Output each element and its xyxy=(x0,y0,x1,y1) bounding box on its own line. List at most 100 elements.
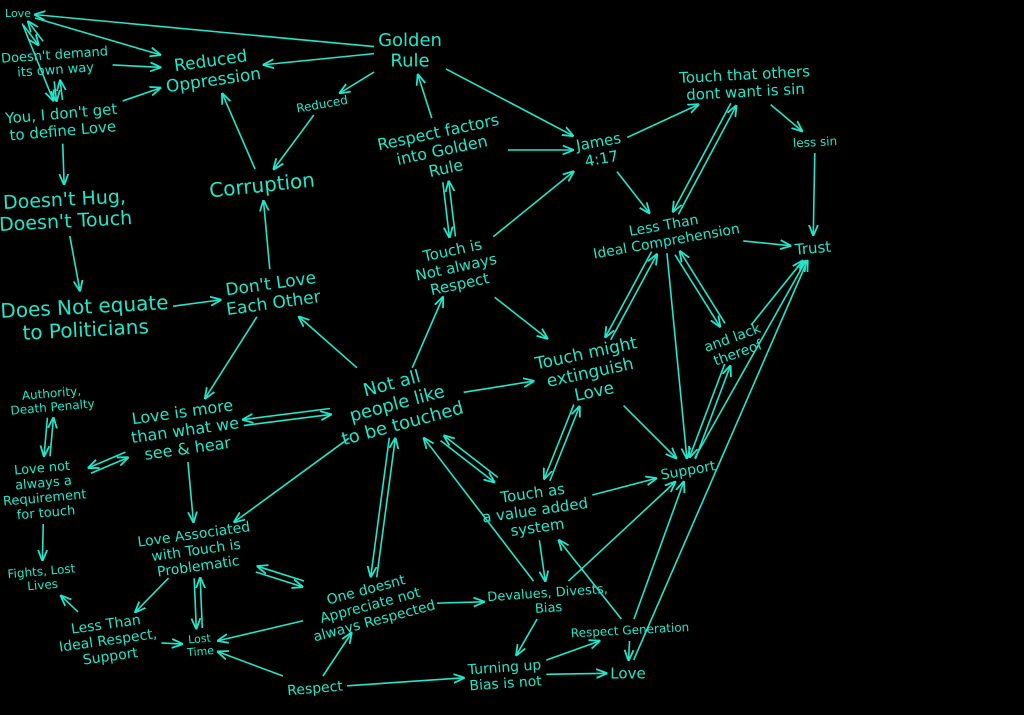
edge-arrow xyxy=(605,251,653,337)
node-reduced-label: Reduced xyxy=(295,93,349,116)
edge-arrow xyxy=(222,94,256,170)
edge-arrow xyxy=(516,618,538,655)
node-love-top: Love xyxy=(5,7,31,20)
edge-arrow xyxy=(340,71,375,93)
edge-arrow xyxy=(264,52,375,65)
edge-arrow xyxy=(61,596,79,613)
edge-arrow xyxy=(205,316,258,398)
node-label: Corruption xyxy=(208,168,316,203)
edge-arrow xyxy=(592,478,656,496)
edge-arrow xyxy=(218,652,284,677)
edge-arrow xyxy=(299,317,358,369)
edge-arrow xyxy=(194,578,196,628)
edge-arrow xyxy=(21,23,53,101)
node-label: Respect Generation xyxy=(570,620,689,640)
edge-arrow xyxy=(274,114,315,169)
node-support: Support xyxy=(660,458,718,483)
edge-arrow xyxy=(200,578,202,629)
edge-arrow xyxy=(187,461,194,522)
edge-arrow xyxy=(347,678,464,687)
edge-arrow xyxy=(322,633,351,677)
edge-arrow xyxy=(371,437,391,577)
node-label: Love xyxy=(610,664,645,682)
edge-arrow xyxy=(89,451,126,468)
edge-arrow xyxy=(122,88,161,102)
node-label: Doesn't demand xyxy=(1,44,109,66)
edge-arrow xyxy=(60,81,62,101)
edge-arrow xyxy=(28,22,44,42)
edges xyxy=(21,15,815,687)
node-label: Lost xyxy=(188,632,212,647)
edge-arrow xyxy=(610,254,657,341)
edge-arrow xyxy=(63,143,64,184)
edge-arrow xyxy=(34,17,160,55)
edge-arrow xyxy=(444,436,499,479)
edge-arrow xyxy=(673,102,732,211)
edge-arrow xyxy=(436,602,484,603)
node-label: Lives xyxy=(27,577,59,594)
edge-arrow xyxy=(750,261,802,326)
edge-arrow xyxy=(622,404,676,458)
edge-arrow xyxy=(255,571,302,587)
node-devalues: Devalues, Divests,Bias xyxy=(487,582,608,617)
edge-arrow xyxy=(161,643,182,644)
edge-arrow xyxy=(616,171,649,213)
edge-arrow xyxy=(375,439,396,578)
edge-arrow xyxy=(44,417,47,456)
edge-arrow xyxy=(69,235,80,291)
edge-arrow xyxy=(544,404,575,478)
edge-arrow xyxy=(677,106,736,215)
node-label: Bias is not xyxy=(469,673,543,694)
edge-arrow xyxy=(538,540,545,581)
node-label: Bias xyxy=(534,600,562,617)
node-label: Support xyxy=(82,645,140,669)
edge-arrow xyxy=(35,15,375,48)
edge-arrow xyxy=(666,252,687,458)
edge-arrow xyxy=(770,104,802,131)
edge-arrow xyxy=(629,640,630,660)
node-label: for touch xyxy=(16,503,76,523)
node-label: always a xyxy=(15,474,73,494)
node-respect-bottom: Respect xyxy=(287,678,344,699)
node-respect-gen: Respect Generation xyxy=(570,620,689,640)
edge-arrow xyxy=(54,81,56,100)
edge-arrow xyxy=(243,414,331,427)
node-label: Respect xyxy=(287,678,344,699)
edge-arrow xyxy=(243,407,331,420)
edge-arrow xyxy=(546,641,599,661)
node-authority: Authority,Death Penalty xyxy=(10,384,95,418)
edge-arrow xyxy=(50,418,53,457)
node-corruption: Corruption xyxy=(208,168,316,203)
edge-arrow xyxy=(112,65,161,67)
edge-arrow xyxy=(674,254,720,327)
edge-arrow xyxy=(22,24,39,45)
node-label: its own way xyxy=(17,60,95,80)
edge-arrow xyxy=(411,297,443,369)
node-label: Love xyxy=(5,7,31,20)
edge-arrow xyxy=(440,439,495,483)
node-label: Authority, xyxy=(21,384,81,403)
edge-arrow xyxy=(626,105,698,139)
node-label: Turning up xyxy=(466,657,542,678)
edge-arrow xyxy=(694,261,806,459)
node-trust: Trust xyxy=(793,238,832,259)
